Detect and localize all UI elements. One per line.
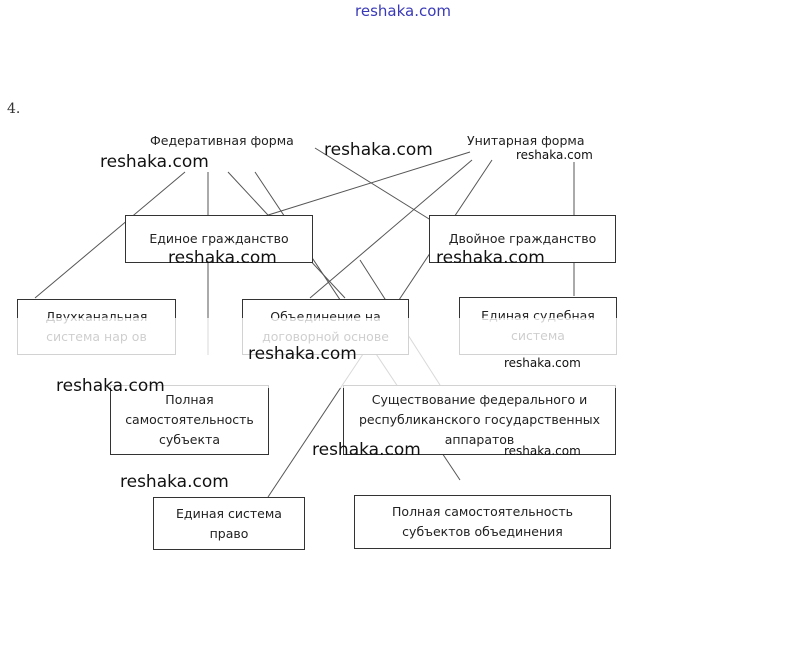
box-single-citizenship: Единое гражданство xyxy=(125,215,313,263)
connector-fed-union xyxy=(314,147,451,233)
box-full-independence-subject: Полная самостоятельность субъекта xyxy=(110,385,269,455)
box-label: Полная самостоятельность субъекта xyxy=(125,392,254,447)
watermark: reshaka.com xyxy=(248,344,357,364)
box-label: Двойное гражданство xyxy=(448,231,597,246)
box-full-independence-union: Полная самостоятельность субъектов объед… xyxy=(354,495,611,549)
watermark-small: reshaka.com xyxy=(504,444,581,458)
box-label: Полная самостоятельность субъектов объед… xyxy=(392,504,573,539)
connector-uni-single-citizenship xyxy=(264,151,471,217)
connector-fed-bicameral xyxy=(34,171,186,299)
watermark-small: reshaka.com xyxy=(516,148,593,162)
federal-form-label: Федеративная форма xyxy=(150,133,294,148)
watermark-small: reshaka.com xyxy=(504,356,581,370)
box-federal-republic-apparatus: Существование федерального и республикан… xyxy=(343,385,616,455)
watermark: reshaka.com xyxy=(100,152,209,172)
site-header[interactable]: reshaka.com xyxy=(355,2,451,20)
box-label: Единая система право xyxy=(176,505,282,541)
unitary-form-label: Унитарная форма xyxy=(467,133,585,148)
box-label: Единое гражданство xyxy=(149,231,289,246)
watermark: reshaka.com xyxy=(324,140,433,160)
watermark: reshaka.com xyxy=(168,248,277,268)
task-number: 4. xyxy=(7,101,21,117)
watermark: reshaka.com xyxy=(120,472,229,492)
box-label: Существование федерального и республикан… xyxy=(358,392,601,447)
watermark: reshaka.com xyxy=(436,248,545,268)
watermark: reshaka.com xyxy=(56,376,165,396)
box-single-law-system: Единая система право xyxy=(153,497,305,550)
box-dual-citizenship: Двойное гражданство xyxy=(429,215,616,263)
watermark: reshaka.com xyxy=(312,440,421,460)
connector-uni-treaty xyxy=(309,159,473,299)
watermark-fade-band xyxy=(0,318,700,388)
